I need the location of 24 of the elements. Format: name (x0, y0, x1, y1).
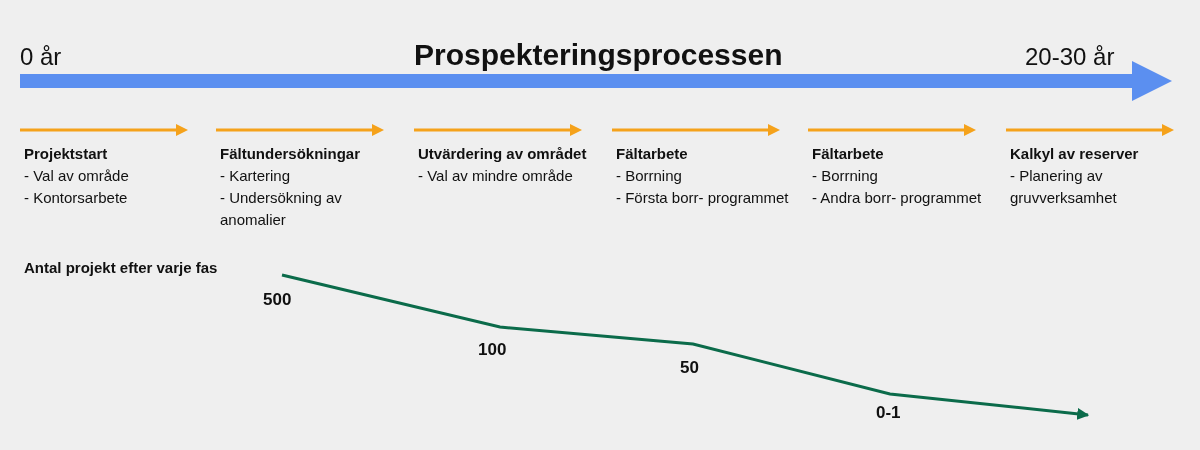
phase-heading: Kalkyl av reserver (1010, 144, 1140, 164)
phase-item: - Kartering (220, 166, 292, 186)
chart-heading: Antal projekt efter varje fas (24, 259, 218, 276)
value-label: 0-1 (876, 403, 901, 423)
phase-item: - Undersökning av anomalier (220, 188, 343, 230)
phase-item: - Val av område (24, 166, 130, 186)
value-label: 50 (680, 358, 699, 378)
phase-item: - Val av mindre område (418, 166, 574, 186)
phase-item: - Planering av gruvverksamhet (1010, 166, 1118, 208)
timeline-end-label: 20-30 år (1025, 43, 1115, 71)
phase-item: - Kontorsarbete (24, 188, 129, 208)
phase-item: - Borrning (616, 166, 683, 186)
phase-item: - Första borr- programmet (616, 188, 790, 208)
value-label: 100 (478, 340, 507, 360)
phase-item: - Borrning (812, 166, 879, 186)
diagram-title: Prospekteringsprocessen (414, 38, 783, 72)
timeline-start-label: 0 år (20, 43, 62, 71)
phase-heading: Projektstart (24, 144, 109, 164)
phase-item: - Andra borr- programmet (812, 188, 983, 208)
phase-heading: Fältundersökningar (220, 144, 362, 164)
value-label: 500 (263, 290, 292, 310)
phase-heading: Fältarbete (616, 144, 689, 164)
phase-heading: Fältarbete (812, 144, 885, 164)
phase-heading: Utvärdering av området (418, 144, 588, 164)
